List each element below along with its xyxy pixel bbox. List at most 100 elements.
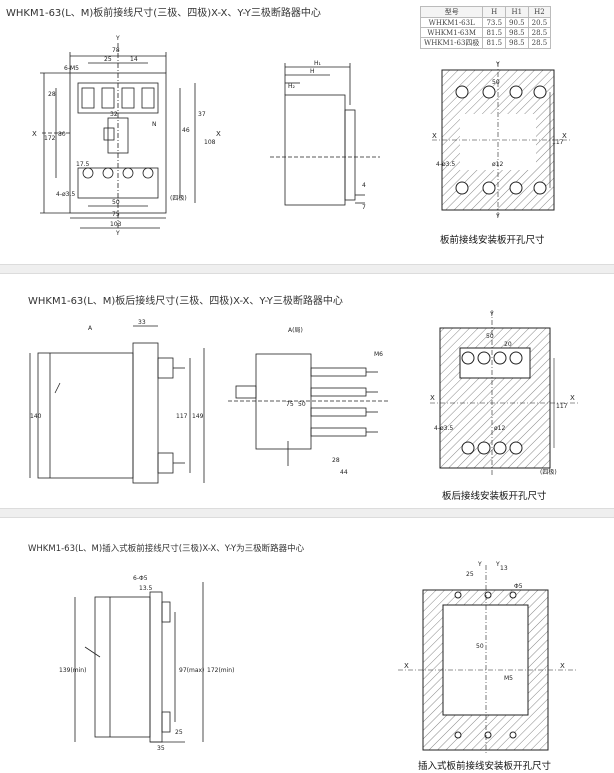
dim-label: 172(min) — [207, 667, 234, 674]
dim-label: Y — [477, 561, 482, 568]
table-cell: 28.5 — [527, 27, 552, 38]
mounting-caption: 板后接线安装板开孔尺寸 — [442, 491, 547, 502]
section-title: WHKM1-63(L、M)板前接线尺寸(三极、四极)X-X、Y-Y三极断路器中心 — [6, 8, 321, 19]
section-title: WHKM1-63(L、M)板后接线尺寸(三极、四极)X-X、Y-Y三极断路器中心 — [28, 296, 343, 307]
dim-label: 75 — [286, 401, 294, 408]
dim-label: Y — [115, 35, 120, 42]
front-view-drawing: Y 78 25 14 6-M5 28 32 N X 172 80 37 46 1… — [32, 35, 221, 237]
table-cell: 98.5 — [505, 27, 529, 38]
rear-side-view-drawing: A 33 140 117 149 — [29, 319, 205, 484]
dim-label: 32 — [110, 111, 118, 118]
dim-label: A(局) — [288, 327, 303, 334]
dim-label: 97(max) — [179, 667, 204, 674]
dim-label: X — [432, 132, 437, 140]
dim-label: M5 — [504, 675, 513, 682]
dim-label: 117 — [556, 403, 568, 410]
table-header: H1 — [505, 6, 529, 18]
dim-label: 50 — [298, 401, 306, 408]
dim-label: X — [560, 662, 565, 670]
dim-label: ø12 — [494, 425, 505, 432]
dim-label: X — [430, 394, 435, 402]
dim-label: 6-Φ5 — [133, 575, 148, 582]
dim-label: 50 — [476, 643, 484, 650]
section-title: WHKM1-63(L、M)插入式板前接线尺寸(三极)X-X、Y-Y为三极断路器中… — [28, 544, 305, 554]
dim-label: A — [88, 325, 93, 332]
dim-label: M6 — [374, 351, 383, 358]
plug-in-side-view-drawing: 6-Φ5 13.5 139(min) 97(max) 172(min) 25 3… — [59, 575, 234, 752]
dim-label: 28 — [332, 457, 340, 464]
dim-label: 25 — [104, 56, 112, 63]
table-cell: WHKM1-63L — [419, 17, 484, 28]
dim-label: (四极) — [170, 194, 187, 202]
dim-label: 80 — [58, 131, 66, 138]
dim-label: 4 — [362, 182, 366, 189]
dim-label: 50 — [486, 333, 494, 340]
mounting-cutout-front: Y 50 X X 117 4-ø3.5 ø12 Y — [432, 61, 572, 220]
mounting-caption: 板前接线安装板开孔尺寸 — [440, 235, 545, 246]
dim-label: 4-ø3.5 — [436, 161, 455, 168]
dim-label: Y — [495, 213, 500, 220]
dim-label: 108 — [204, 139, 216, 146]
table-cell: 81.5 — [482, 27, 507, 38]
dim-label: 140 — [30, 413, 42, 420]
table-cell: WHKM1-63M — [419, 27, 484, 38]
dim-label: H₁ — [314, 60, 322, 67]
section-front-wiring: WHKM1-63(L、M)板前接线尺寸(三极、四极)X-X、Y-Y三极断路器中心… — [0, 0, 614, 257]
table-row: WHKM1-63M 81.5 98.5 28.5 — [419, 27, 552, 38]
table-cell: 20.5 — [527, 17, 552, 28]
dim-label: Y — [495, 61, 500, 68]
dim-label: X — [562, 132, 567, 140]
dim-label: 7 — [362, 204, 366, 211]
dim-label: 14 — [130, 56, 138, 63]
side-view-drawing: H₂ H H₁ 4 7 — [270, 60, 380, 211]
dim-label: X — [216, 130, 221, 138]
dim-label: 35 — [157, 745, 165, 752]
table-cell: 98.5 — [505, 37, 529, 49]
section-divider — [0, 508, 614, 518]
mounting-caption: 插入式板前接线安装板开孔尺寸 — [418, 761, 552, 772]
dim-label: 139(min) — [59, 667, 86, 674]
dim-label: N — [152, 121, 157, 128]
dim-label: X — [570, 394, 575, 402]
dim-label: 172 — [44, 135, 56, 142]
dim-label: Y — [495, 561, 500, 568]
table-row: WHKM1-63四极 81.5 98.5 28.5 — [419, 37, 552, 49]
dim-label: 13 — [500, 565, 508, 572]
dim-label: 78 — [112, 47, 120, 54]
table-cell: 90.5 — [505, 17, 529, 28]
dim-label: 103 — [110, 221, 122, 228]
dim-label: 117 — [176, 413, 188, 420]
dim-label: 13.5 — [139, 585, 153, 592]
dim-label: 50 — [112, 199, 120, 206]
dim-label: 4-ø3.5 — [434, 425, 453, 432]
rear-terminal-view-drawing: A(局) M6 75 50 28 44 — [228, 327, 388, 476]
dim-label: H — [310, 68, 315, 75]
table-header: 型号 — [419, 6, 484, 18]
table-cell: 81.5 — [482, 37, 507, 49]
section-plug-in: WHKM1-63(L、M)插入式板前接线尺寸(三极)X-X、Y-Y为三极断路器中… — [0, 520, 614, 773]
table-header: H2 — [527, 6, 552, 18]
dim-label: 37 — [198, 111, 206, 118]
dim-label: 149 — [192, 413, 204, 420]
table-row: WHKM1-63L 73.5 90.5 20.5 — [419, 17, 552, 28]
dimension-table: 型号 H H1 H2 WHKM1-63L 73.5 90.5 20.5 WHKM… — [419, 6, 552, 49]
dim-label: 44 — [340, 469, 348, 476]
dim-label: 46 — [182, 127, 190, 134]
dim-label: X — [404, 662, 409, 670]
table-cell: 73.5 — [482, 17, 507, 28]
dim-label: 6-M5 — [64, 65, 79, 72]
mounting-cutout-plug-in: Y Y 25 13 Φ5 50 X X M5 — [398, 561, 578, 755]
dim-label: 117 — [552, 139, 564, 146]
section-rear-wiring: WHKM1-63(L、M)板后接线尺寸(三极、四极)X-X、Y-Y三极断路器中心… — [0, 276, 614, 502]
dim-label: X — [32, 130, 37, 138]
dim-label: 17.5 — [76, 161, 90, 168]
dim-label: 50 — [492, 79, 500, 86]
table-header: H — [482, 6, 507, 18]
mounting-cutout-rear: Y 20 50 X X 117 4-ø3.5 ø12 (四极) — [430, 310, 580, 476]
dim-label: 25 — [466, 571, 474, 578]
dim-label: 25 — [175, 729, 183, 736]
dim-label: Y — [115, 230, 120, 237]
dim-label: 75 — [112, 211, 120, 218]
dim-label: 20 — [504, 341, 512, 348]
dim-label: 4-ø3.5 — [56, 191, 75, 198]
